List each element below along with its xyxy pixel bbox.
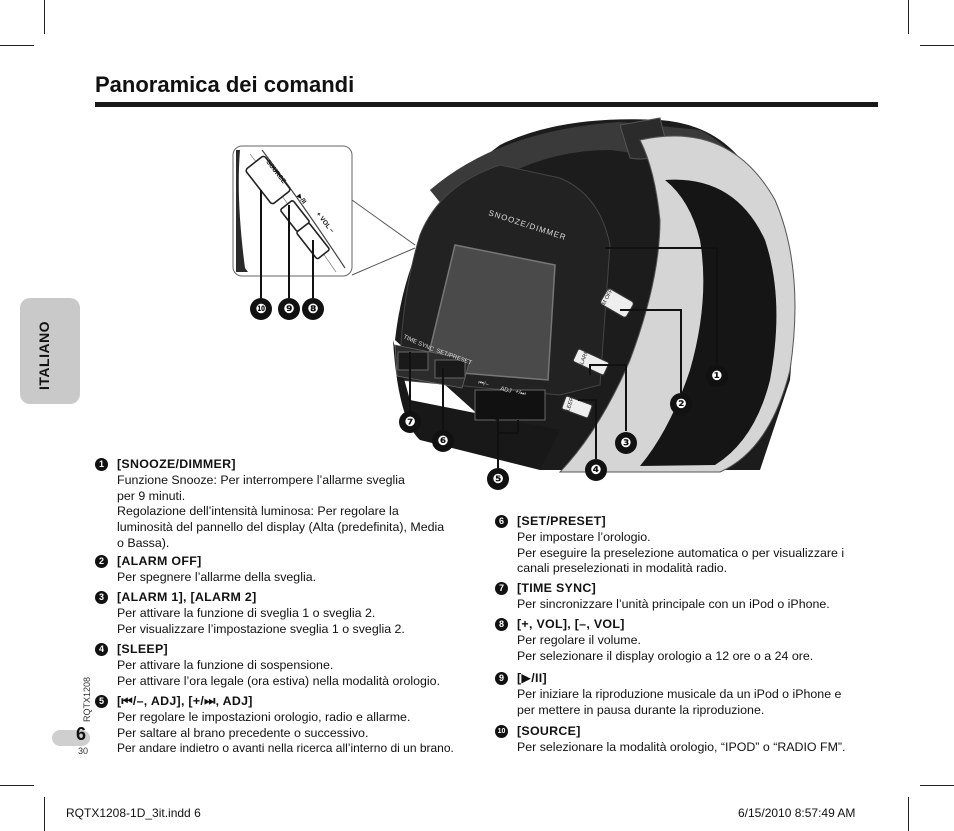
item-line: Funzione Snooze: Per interrompere l’alla…	[117, 472, 405, 487]
language-side-tab	[20, 298, 80, 404]
item-heading: [+, VOL], [–, VOL]	[517, 617, 625, 631]
item-heading: [SNOOZE/DIMMER]	[117, 457, 236, 471]
item-number: 6	[495, 515, 508, 528]
item-line: per 9 minuti.	[117, 488, 186, 503]
crop-mark	[920, 785, 954, 786]
callout-10: ❿	[250, 298, 272, 320]
footer-filename: RQTX1208-1D_3it.indd 6	[66, 806, 201, 820]
item-line: Per attivare la funzione di sospensione.	[117, 657, 334, 672]
item-number: 3	[95, 591, 108, 604]
crop-mark	[44, 797, 45, 831]
item-number: 7	[495, 582, 508, 595]
callout-8: ❽	[302, 298, 324, 320]
item-number: 1	[95, 458, 108, 471]
item-line: Per impostare l’orologio.	[517, 529, 651, 544]
item-sleep: 4 [SLEEP] Per attivare la funzione di so…	[95, 642, 485, 689]
page-number-bubble	[52, 730, 90, 746]
crop-mark	[908, 0, 909, 34]
doc-code-vertical: RQTX1208	[82, 676, 92, 722]
item-line: Per attivare l’ora legale (ora estiva) n…	[117, 673, 441, 688]
item-set-preset: 6 [SET/PRESET] Per impostare l’orologio.…	[495, 514, 885, 577]
callout-7: ❼	[399, 411, 421, 433]
item-time-sync: 7 [TIME SYNC] Per sincronizzare l’unità …	[495, 581, 885, 613]
item-heading: [SLEEP]	[117, 642, 168, 656]
page-sub-number: 30	[78, 746, 89, 756]
item-line: Per spegnere l’allarme della sveglia.	[117, 569, 317, 584]
callout-6: ❻	[432, 430, 454, 452]
item-number: 2	[95, 555, 108, 568]
item-line: Per saltare al brano precedente o succes…	[117, 725, 369, 740]
item-alarm-off: 2 [ALARM OFF] Per spegnere l’allarme del…	[95, 554, 485, 586]
footer-timestamp: 6/15/2010 8:57:49 AM	[738, 806, 856, 820]
item-play-pause: 9 [▶/II] Per iniziare la riproduzione mu…	[495, 671, 885, 718]
callout-9: ❾	[278, 298, 300, 320]
item-line: Per regolare il volume.	[517, 632, 641, 647]
item-line: luminosità del pannello del display (Alt…	[117, 520, 445, 535]
alarm-clock-unit: SNOOZE/DIMMER ALARM OFF 2 ALARM 1 SLEEP …	[393, 117, 796, 473]
item-line: Per regolare le impostazioni orologio, r…	[117, 709, 411, 724]
callout-4: ❹	[585, 459, 607, 481]
callout-5: ❺	[487, 468, 509, 490]
item-snooze-dimmer: 1 [SNOOZE/DIMMER] Funzione Snooze: Per i…	[95, 457, 485, 552]
item-line: Per sincronizzare l’unità principale con…	[517, 596, 830, 611]
item-source: 10 [SOURCE] Per selezionare la modalità …	[495, 724, 885, 756]
item-heading: [⏮/–, ADJ], [+/⏭, ADJ]	[117, 694, 253, 708]
item-heading: [TIME SYNC]	[517, 581, 597, 595]
sleep-label: SLEEP	[564, 397, 575, 416]
item-line: Regolazione dell’intensità luminosa: Per…	[117, 504, 399, 519]
crop-mark	[0, 785, 34, 786]
item-line: Per visualizzare l’impostazione sveglia …	[117, 621, 405, 636]
item-line: Per iniziare la riproduzione musicale da…	[517, 686, 842, 701]
item-line: Per selezionare la modalità orologio, “I…	[517, 739, 846, 754]
item-line: canali preselezionati in modalità radio.	[517, 561, 728, 576]
prev-label: ⏮/−	[478, 380, 490, 388]
page-title: Panoramica dei comandi	[95, 72, 355, 97]
item-heading: [▶/II]	[517, 671, 547, 685]
item-heading: [SOURCE]	[517, 724, 581, 738]
item-line: per mettere in pausa durante la riproduz…	[517, 702, 765, 717]
item-heading: [SET/PRESET]	[517, 514, 606, 528]
item-heading: [ALARM 1], [ALARM 2]	[117, 590, 257, 604]
item-line: Per eseguire la preselezione automatica …	[517, 545, 845, 560]
item-number: 5	[95, 695, 108, 708]
page-number: 6	[76, 724, 87, 744]
controls-inset: SOURCE ▶/II + VOL −	[232, 145, 416, 277]
crop-mark	[0, 45, 34, 46]
callout-2: ❷	[670, 393, 692, 415]
item-line: Per selezionare il display orologio a 12…	[517, 648, 814, 663]
item-number: 10	[495, 725, 508, 738]
item-alarm-1-2: 3 [ALARM 1], [ALARM 2] Per attivare la f…	[95, 590, 485, 637]
item-heading: [ALARM OFF]	[117, 554, 202, 568]
crop-mark	[920, 45, 954, 46]
item-volume: 8 [+, VOL], [–, VOL] Per regolare il vol…	[495, 617, 885, 664]
callout-1: ❶	[706, 365, 728, 387]
item-line: Per andare indietro o avanti nella ricer…	[117, 741, 454, 756]
item-number: 4	[95, 643, 108, 656]
item-line: Per attivare la funzione di sveglia 1 o …	[117, 605, 376, 620]
crop-mark	[908, 797, 909, 831]
next-label: +/⏭	[515, 389, 527, 398]
adj-label: ADJ	[500, 386, 512, 395]
item-adj: 5 [⏮/–, ADJ], [+/⏭, ADJ] Per regolare le…	[95, 694, 485, 757]
callout-3: ❸	[615, 432, 637, 454]
item-number: 9	[495, 672, 508, 685]
item-line: o Bassa).	[117, 535, 170, 550]
item-number: 8	[495, 618, 508, 631]
title-rule	[95, 102, 878, 107]
crop-mark	[44, 0, 45, 34]
